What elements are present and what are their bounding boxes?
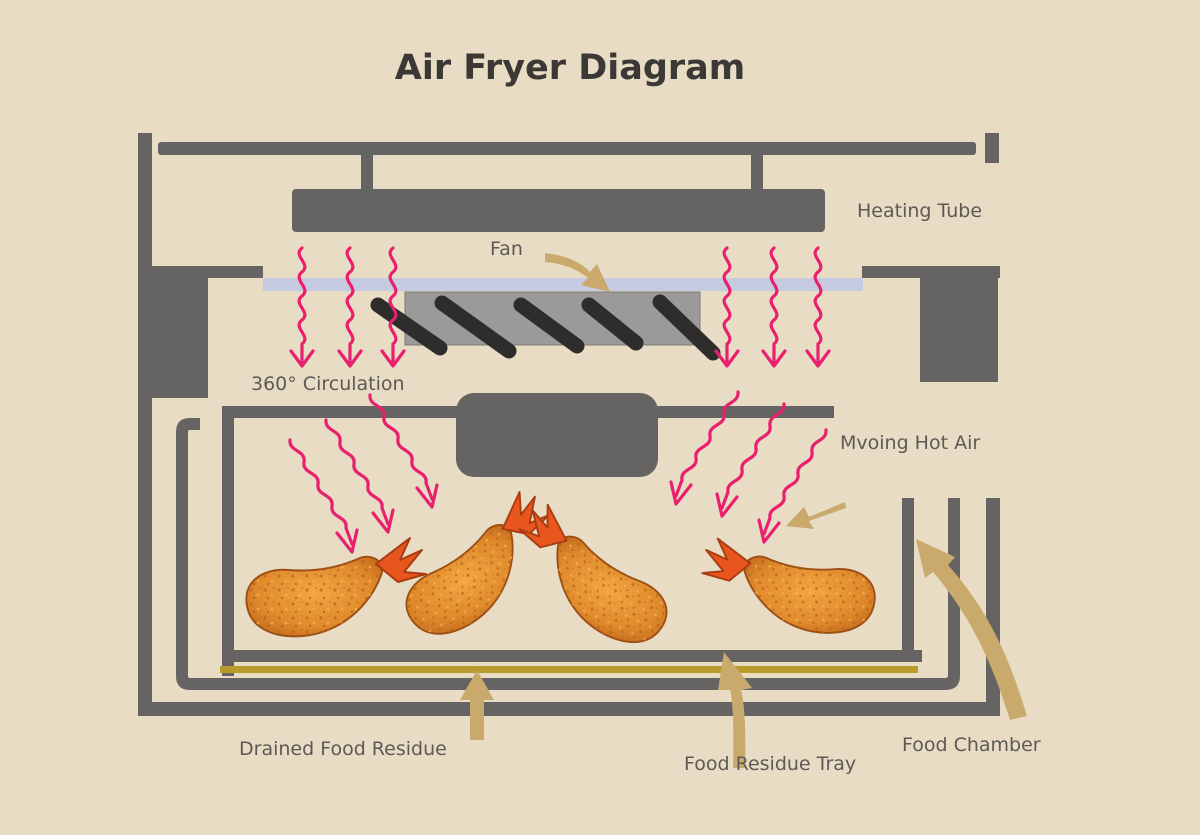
fan-blade-icon — [370, 294, 721, 361]
residue-line — [220, 666, 918, 673]
label-fan: Fan — [490, 238, 523, 260]
label-moving-hot-air: Mvoing Hot Air — [840, 432, 981, 454]
heating-tube — [292, 189, 825, 232]
diagram-title: Air Fryer Diagram — [394, 48, 746, 88]
food-chamber — [176, 393, 960, 690]
shrimp-icon — [245, 483, 876, 657]
label-circulation: 360° Circulation — [251, 373, 405, 395]
pointer-arrow-icon — [460, 253, 1027, 768]
label-heating-tube: Heating Tube — [857, 200, 983, 222]
label-drained-food-residue: Drained Food Residue — [239, 738, 447, 760]
label-food-chamber: Food Chamber — [902, 734, 1041, 756]
outer-housing — [138, 133, 1000, 716]
fan-rail — [263, 278, 863, 291]
label-food-residue-tray: Food Residue Tray — [684, 753, 857, 775]
